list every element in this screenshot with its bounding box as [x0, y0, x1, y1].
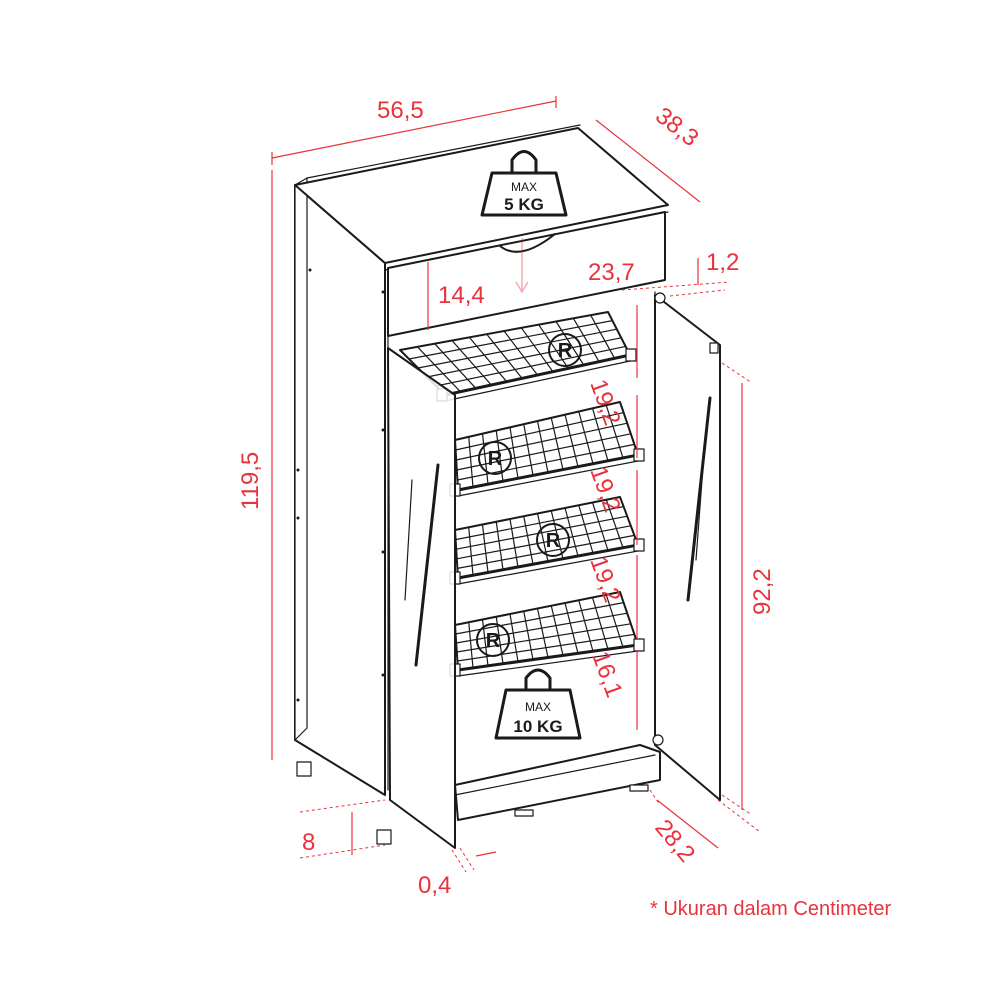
dim-shelf-gap-2: 19,2	[584, 463, 625, 516]
rack-mark-circle	[476, 623, 510, 657]
side-holes	[296, 268, 385, 702]
dim-width: 56,5	[377, 97, 424, 124]
rack-mark-circle	[536, 523, 570, 557]
dim-drawer-depth: 23,7	[588, 259, 635, 286]
dim-height: 119,5	[237, 452, 264, 510]
rack-mark-label: R	[488, 448, 503, 470]
dim-drawer-height: 14,4	[438, 282, 485, 309]
rack-mark-circle	[548, 333, 582, 367]
dim-door-gap: 0,4	[418, 872, 451, 899]
right-door	[652, 292, 721, 801]
dimension-lines	[271, 96, 761, 873]
weight-bottom-value: 10 KG	[513, 717, 562, 736]
weight-top-value: 5 KG	[504, 195, 544, 214]
unit-note: * Ukuran dalam Centimeter	[650, 898, 892, 920]
weight-top-label: MAX	[511, 180, 537, 194]
dim-top-thickness: 1,2	[706, 249, 739, 276]
rack-mark-label: R	[558, 340, 573, 362]
weight-icon-bottom: MAX 10 KG	[494, 668, 582, 740]
dim-door-width: 28,2	[649, 815, 700, 868]
weight-bottom-label: MAX	[525, 700, 551, 714]
left-door	[387, 347, 456, 849]
rack-mark-circle	[478, 441, 512, 475]
dim-shelf-gap-bottom: 16,1	[586, 648, 627, 701]
weight-icon-top: MAX 5 KG	[480, 150, 568, 217]
dim-door-height: 92,2	[749, 568, 776, 615]
dim-depth: 38,3	[650, 102, 703, 152]
rack-mark-label: R	[546, 530, 561, 552]
dim-foot-height: 8	[302, 829, 315, 856]
rack-mark-label: R	[486, 630, 501, 652]
dim-shelf-gap-1: 19,2	[584, 376, 625, 429]
